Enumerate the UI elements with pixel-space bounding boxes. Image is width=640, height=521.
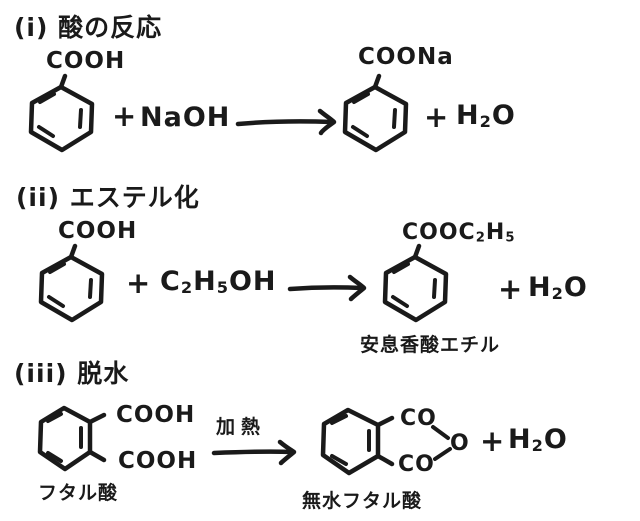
ester-cooc: COOC <box>402 220 476 245</box>
reaction-arrow-iii <box>208 436 304 470</box>
plus-sign-2: + <box>424 100 449 134</box>
benzene-ring-benzoic-acid-ii <box>32 242 110 326</box>
reaction-arrow-i <box>234 106 342 140</box>
benzene-ring-sodium-benzoate <box>336 72 414 156</box>
heating-label: 加熱 <box>216 416 267 438</box>
phthalic-cooh-bottom-label: COOH <box>118 448 198 474</box>
plus-sign-3: + <box>126 266 151 300</box>
anhydride-co-bottom-label: CO <box>398 452 435 477</box>
ethanol-h: H <box>193 266 217 297</box>
ethanol-c: C <box>160 266 181 297</box>
h2o-o: O <box>491 100 516 131</box>
h2o-sub-2: 2 <box>531 435 544 455</box>
h2o-h: H <box>456 100 480 131</box>
phthalic-acid-name-label: フタル酸 <box>38 482 119 504</box>
h2o-o: O <box>563 272 588 303</box>
h2o-formula-3: H2O <box>508 424 568 455</box>
phthalic-cooh-top-label: COOH <box>116 402 196 428</box>
h2o-sub-2: 2 <box>551 283 564 303</box>
sodium-benzoate-coona-label: COONa <box>358 44 454 70</box>
plus-sign-1: + <box>112 99 137 133</box>
ethanol-oh: OH <box>228 266 277 297</box>
benzoic-acid-cooh-label-i: COOH <box>46 48 126 74</box>
section-ii-title: (ii) エステル化 <box>16 183 200 212</box>
naoh-formula: NaOH <box>140 102 231 133</box>
h2o-formula-2: H2O <box>528 272 588 303</box>
phthalic-anhydride-name-label: 無水フタル酸 <box>302 490 423 512</box>
benzene-ring-ethyl-benzoate <box>376 242 454 326</box>
anhydride-co-top-label: CO <box>400 406 437 431</box>
h2o-h: H <box>528 272 552 303</box>
benzene-ring-phthalic-anhydride <box>316 406 408 478</box>
ester-h: H <box>485 220 506 245</box>
ethyl-benzoate-group-label: COOC2H5 <box>402 220 516 245</box>
h2o-sub-2: 2 <box>479 111 492 131</box>
section-iii-title: (iii) 脱水 <box>14 359 130 388</box>
section-i-title: (i) 酸の反応 <box>14 13 163 42</box>
benzene-ring-phthalic-acid <box>34 404 126 476</box>
h2o-formula-1: H2O <box>456 100 516 131</box>
ester-sub-5: 5 <box>505 230 516 246</box>
h2o-h: H <box>508 424 532 455</box>
plus-sign-4: + <box>498 272 523 306</box>
plus-sign-5: + <box>480 424 505 458</box>
ethanol-sub-2: 2 <box>180 277 194 297</box>
anhydride-bridge-bonds <box>426 418 458 470</box>
h2o-o: O <box>543 424 568 455</box>
reaction-arrow-ii <box>286 272 374 306</box>
benzene-ring-benzoic-acid-i <box>22 72 100 156</box>
benzoic-acid-cooh-label-ii: COOH <box>58 218 138 244</box>
ethanol-formula: C2H5OH <box>160 266 277 297</box>
ethyl-benzoate-name-label: 安息香酸エチル <box>360 334 501 356</box>
ester-sub-2: 2 <box>475 230 486 246</box>
anhydride-o-label: O <box>450 431 470 456</box>
ethanol-sub-5: 5 <box>216 277 229 297</box>
